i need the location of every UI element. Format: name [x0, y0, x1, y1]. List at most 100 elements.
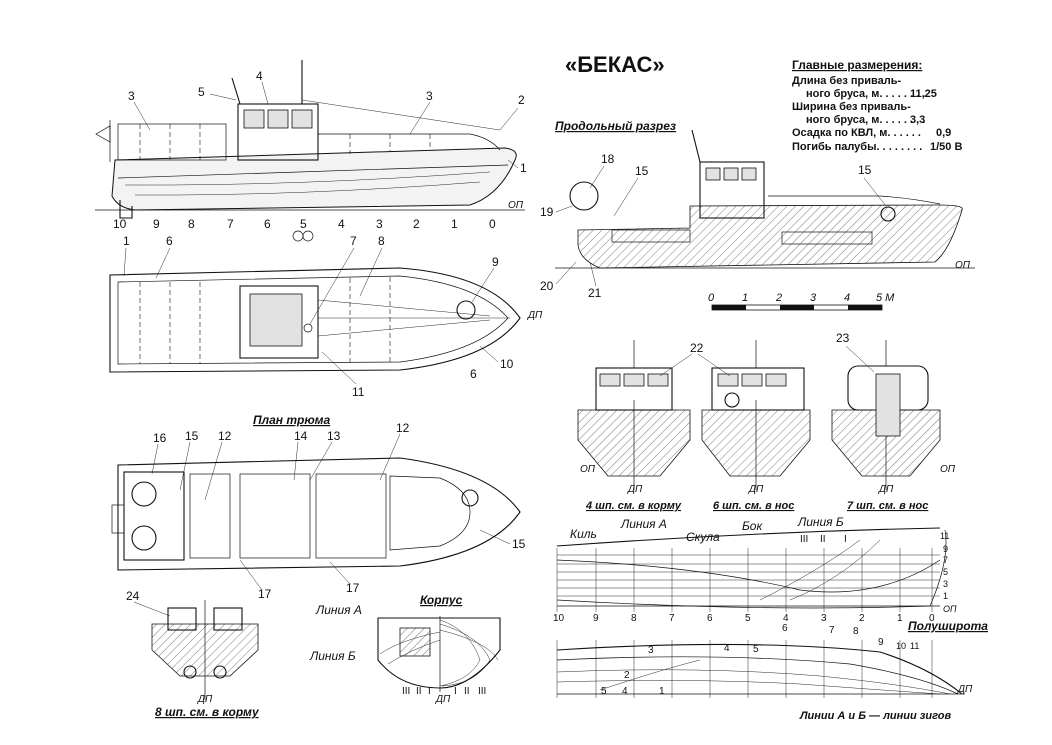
fore-tent	[318, 133, 501, 151]
svg-text:5: 5	[601, 686, 607, 697]
callout-18: 18	[601, 152, 615, 166]
callout-1-deck: 1	[123, 234, 130, 248]
svg-text:0: 0	[929, 613, 935, 624]
svg-text:2: 2	[859, 613, 865, 624]
chine-line	[556, 559, 941, 593]
body-line-a: Линия А	[315, 603, 362, 617]
profile-hull	[111, 147, 517, 211]
deck-hatch-circle	[456, 300, 476, 320]
svg-text:2: 2	[624, 670, 630, 681]
callout-24: 24	[126, 589, 140, 603]
svg-text:4: 4	[338, 217, 345, 231]
longitudinal-title: Продольный разрез	[555, 119, 676, 133]
svg-text:5 М: 5 М	[876, 292, 895, 304]
longitudinal-wheelhouse	[699, 161, 765, 219]
engine-room	[123, 471, 185, 561]
dim-length-label2: ного бруса, м. . . . . . . .	[806, 88, 925, 100]
svg-text:3: 3	[810, 292, 817, 304]
svg-text:10: 10	[896, 641, 906, 651]
profile-wheelhouse	[237, 103, 319, 161]
longitudinal-hull	[577, 204, 963, 269]
section-8-view: 24 ДП 8 шп. см. в корму	[126, 589, 260, 719]
svg-text:11: 11	[910, 641, 919, 651]
callout-6a: 6	[166, 234, 173, 248]
engine-1	[131, 481, 157, 507]
body-plan-dp: ДП	[435, 694, 451, 705]
svg-text:1: 1	[943, 591, 948, 601]
callout-15b: 15	[512, 537, 526, 551]
sheer-roman-2: II	[820, 534, 826, 545]
callout-17a: 17	[258, 587, 272, 601]
dim-draft-value: 0,9	[936, 127, 951, 139]
svg-text:I: I	[454, 686, 457, 697]
callout-21: 21	[588, 286, 602, 300]
svg-text:10: 10	[553, 613, 565, 624]
svg-text:2: 2	[775, 292, 782, 304]
svg-text:6: 6	[707, 613, 713, 624]
callout-6b: 6	[470, 367, 477, 381]
sheer-keel-label: Киль	[570, 527, 597, 541]
svg-text:III: III	[402, 686, 410, 697]
callout-8: 8	[378, 234, 385, 248]
section-4-caption: 4 шп. см. в корму	[585, 500, 682, 512]
svg-text:3: 3	[648, 645, 654, 656]
dim-length-value: 11,25	[910, 88, 937, 100]
halfbreadth-title: Полуширота	[908, 619, 988, 633]
callout-3a: 3	[128, 89, 135, 103]
svg-text:5: 5	[753, 644, 759, 655]
svg-text:7: 7	[227, 217, 234, 231]
svg-text:5: 5	[745, 613, 751, 624]
sec7-op: ОП	[940, 464, 956, 475]
section-6-caption: 6 шп. см. в нос	[713, 500, 794, 512]
svg-text:4: 4	[783, 613, 789, 624]
sheer-line-a-label: Линия А	[620, 517, 667, 531]
svg-text:9: 9	[153, 217, 160, 231]
deck-dp-label: ДП	[527, 310, 543, 321]
sec4-op: ОП	[580, 464, 596, 475]
profile-view: ОП 3 3 4 5 2 1 10 9 8 7 6 5 4 3 2 1 0	[95, 60, 527, 242]
svg-text:7: 7	[669, 613, 675, 624]
svg-text:6: 6	[264, 217, 271, 231]
dimensions-heading: Главные размерения:	[792, 58, 922, 72]
profile-rudder	[119, 200, 133, 219]
svg-text:1: 1	[742, 292, 748, 304]
halfbreadth-dp: ДП	[957, 684, 973, 695]
svg-text:1: 1	[659, 686, 665, 697]
hold-outline	[117, 457, 521, 571]
svg-text:3: 3	[376, 217, 383, 231]
svg-text:ОП: ОП	[943, 604, 957, 614]
callout-4: 4	[256, 69, 263, 83]
section-7-caption: 7 шп. см. в нос	[847, 500, 928, 512]
lines-footnote: Линии А и Б — линии зигов	[799, 710, 951, 722]
svg-text:2: 2	[413, 217, 420, 231]
engine-2	[131, 525, 157, 551]
svg-text:9: 9	[593, 613, 599, 624]
sec4-dp: ДП	[627, 484, 643, 495]
svg-text:4: 4	[844, 292, 850, 304]
callout-15c: 15	[635, 164, 649, 178]
flag	[95, 125, 111, 143]
sheer-line-b-label: Линия Б	[797, 515, 844, 529]
dim-draft-label: Осадка по КВЛ, м. . . . . .	[792, 127, 921, 139]
svg-text:5: 5	[300, 217, 307, 231]
body-plan-frame	[377, 617, 501, 689]
svg-text:I: I	[428, 686, 431, 697]
dim-width-label2: ного бруса, м. . . . . . . .	[806, 114, 925, 126]
callout-5: 5	[198, 85, 205, 99]
svg-text:6: 6	[782, 623, 788, 634]
svg-text:II: II	[416, 686, 422, 697]
callout-20: 20	[540, 279, 554, 293]
sec6-dp: ДП	[748, 484, 764, 495]
scale-bar: 0 1 2 3 4 5 М	[708, 292, 895, 311]
longitudinal-op: ОП	[955, 260, 971, 271]
main-dimensions-block: Главные размерения: Длина без приваль- н…	[792, 58, 962, 153]
svg-text:8: 8	[853, 626, 859, 637]
callout-19: 19	[540, 205, 554, 219]
profile-op-label: ОП	[508, 200, 524, 211]
sheer-side-label: Бок	[742, 519, 763, 533]
drawing-title: «БЕКАС»	[565, 52, 665, 77]
svg-text:1: 1	[897, 613, 903, 624]
callout-15d: 15	[858, 163, 872, 177]
sheer-chine-label: Скула	[686, 530, 720, 544]
svg-text:5: 5	[943, 567, 948, 577]
